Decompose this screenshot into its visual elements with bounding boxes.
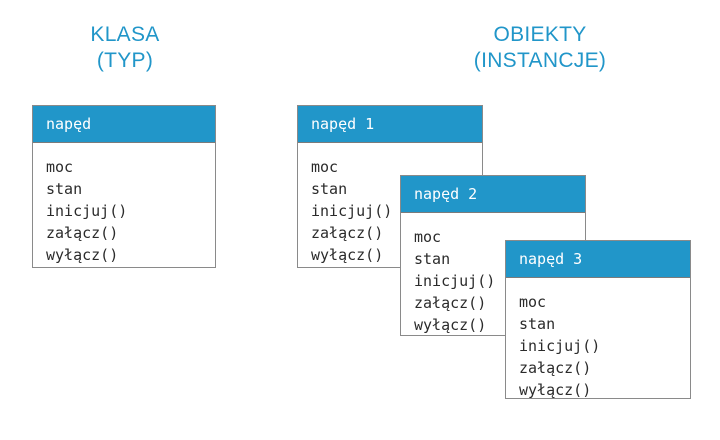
instance-member: wyłącz() [519, 381, 592, 399]
instance-member: wyłącz() [414, 316, 487, 334]
instance-member: załącz() [414, 294, 487, 312]
instance-box-3: napęd 3 moc stan inicjuj() załącz() wyłą… [505, 240, 691, 399]
instance-box-3-members: moc stan inicjuj() załącz() wyłącz() [506, 278, 690, 399]
instance-member: załącz() [311, 224, 384, 242]
instance-box-2-members: moc stan inicjuj() załącz() wyłącz() [401, 213, 585, 335]
instance-member: moc [414, 228, 442, 246]
objects-column-title-line2: (INSTANCJE) [473, 49, 607, 72]
objects-column-title-line1: OBIEKTY [493, 23, 587, 46]
instance-member: inicjuj() [519, 337, 601, 355]
instance-member: załącz() [519, 359, 592, 377]
instance-box-1-members: moc stan inicjuj() załącz() wyłącz() [298, 143, 482, 267]
class-box-header: napęd [33, 106, 215, 143]
instance-member: moc [311, 158, 339, 176]
instance-box-2-header: napęd 2 [401, 176, 585, 213]
instance-box-3-header: napęd 3 [506, 241, 690, 278]
class-box-members: moc stan inicjuj() załącz() wyłącz() [33, 143, 215, 267]
instance-box-1-header: napęd 1 [298, 106, 482, 143]
class-box: napęd moc stan inicjuj() załącz() wyłącz… [32, 105, 216, 268]
instance-member: moc [519, 293, 547, 311]
class-member: inicjuj() [46, 202, 128, 220]
instance-member: stan [414, 250, 451, 268]
instance-member: wyłącz() [311, 246, 384, 264]
class-member: załącz() [46, 224, 119, 242]
instance-member: inicjuj() [414, 272, 496, 290]
class-member: wyłącz() [46, 246, 119, 264]
instance-member: stan [311, 180, 348, 198]
objects-column-title: OBIEKTY (INSTANCJE) [400, 22, 680, 74]
instance-member: inicjuj() [311, 202, 393, 220]
instance-member: stan [519, 315, 556, 333]
class-member: stan [46, 180, 83, 198]
class-column-title: KLASA (TYP) [0, 22, 250, 74]
class-column-title-line2: (TYP) [96, 49, 154, 72]
class-member: moc [46, 158, 74, 176]
class-column-title-line1: KLASA [90, 23, 160, 46]
